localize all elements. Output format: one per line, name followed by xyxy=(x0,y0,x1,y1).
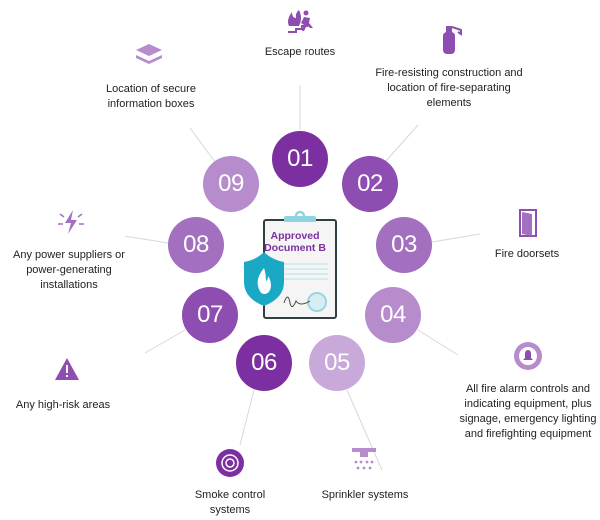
step-number: 01 xyxy=(287,145,313,172)
label-07: Any high-risk areas xyxy=(15,399,111,411)
alarm-bell-icon xyxy=(514,342,542,370)
label-09: Location of secure information boxes xyxy=(106,83,196,110)
step-number: 04 xyxy=(380,301,406,328)
step-06-circle: 06 xyxy=(236,335,292,391)
step-number: 09 xyxy=(218,170,244,197)
warning-icon xyxy=(55,358,79,380)
step-number: 03 xyxy=(391,231,417,258)
power-icon xyxy=(58,210,84,234)
center-title-line2: Document B xyxy=(264,242,326,254)
smoke-detector-icon xyxy=(216,449,244,477)
door-icon xyxy=(519,209,537,237)
step-08-circle: 08 xyxy=(168,217,224,273)
label-03: Fire doorsets xyxy=(494,248,560,260)
step-number: 06 xyxy=(251,349,277,376)
step-number: 02 xyxy=(357,170,383,197)
step-number: 07 xyxy=(197,301,223,328)
fire-extinguisher-icon xyxy=(443,26,462,54)
step-03-circle: 03 xyxy=(376,217,432,273)
step-07-circle: 07 xyxy=(182,287,238,343)
step-01-circle: 01 xyxy=(272,131,328,187)
step-09-circle: 09 xyxy=(203,156,259,212)
center-title-line1: Approved xyxy=(270,230,320,242)
step-02-circle: 02 xyxy=(342,156,398,212)
sprinkler-icon xyxy=(352,448,376,470)
step-05-circle: 05 xyxy=(309,335,365,391)
clipboard-document-icon xyxy=(244,210,337,319)
label-06: Smoke control systems xyxy=(194,489,266,516)
step-number: 08 xyxy=(183,231,209,258)
escape-route-icon xyxy=(288,10,313,33)
step-number: 05 xyxy=(324,349,350,376)
label-04: All fire alarm controls and indicating e… xyxy=(459,383,597,440)
label-08: Any power suppliers or power-generating … xyxy=(13,249,125,291)
step-04-circle: 04 xyxy=(365,287,421,343)
label-02: Fire-resisting construction and location… xyxy=(375,67,523,109)
layers-icon xyxy=(136,44,162,64)
label-05: Sprinkler systems xyxy=(321,489,409,501)
label-01: Escape routes xyxy=(264,46,336,58)
